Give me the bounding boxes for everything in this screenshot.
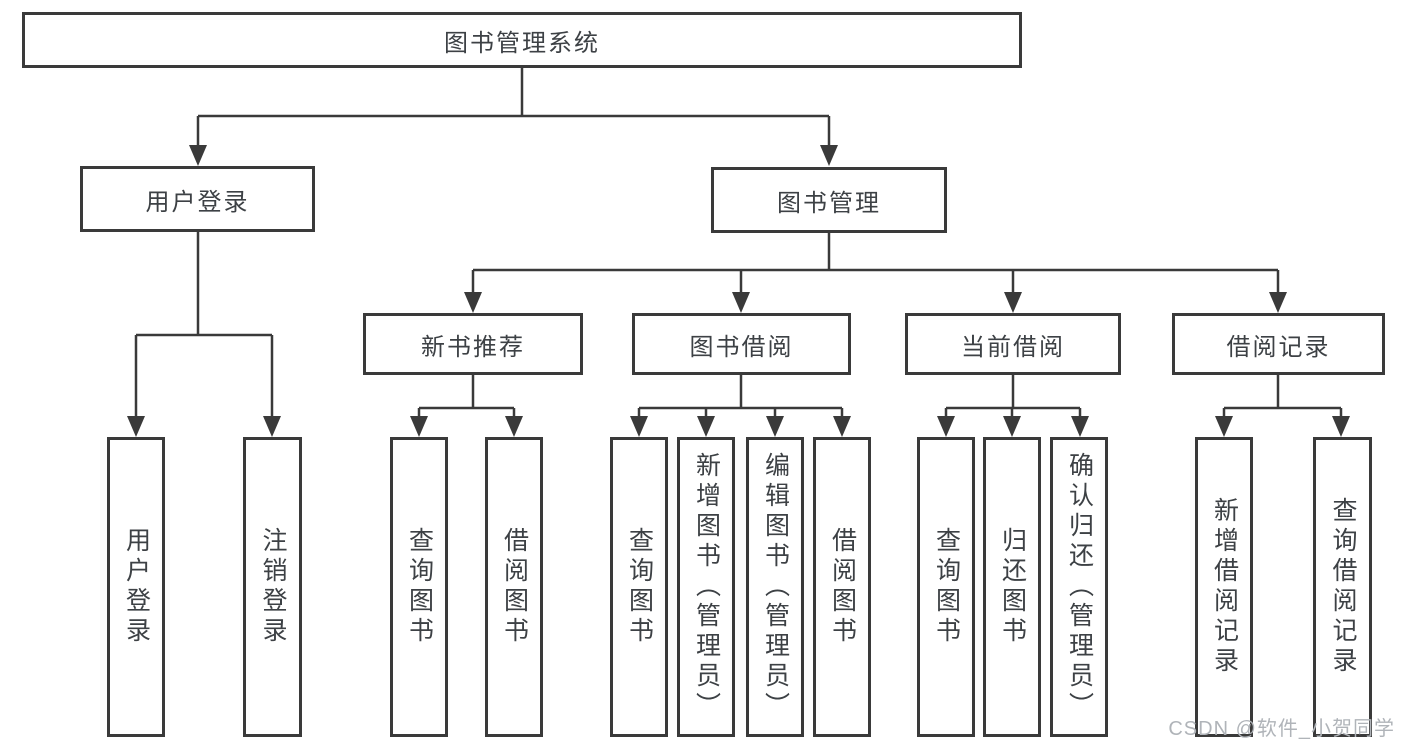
leaf-return-book: 归还图书: [983, 437, 1041, 737]
node-book-management: 图书管理: [711, 167, 947, 233]
leaf-add-borrow-record-label: 新增借阅记录: [1210, 497, 1239, 677]
leaf-query-books-current-label: 查询图书: [932, 527, 961, 647]
leaf-edit-book-admin: 编辑图书（管理员）: [746, 437, 804, 737]
node-current-borrowing: 当前借阅: [905, 313, 1121, 375]
leaf-add-book-admin: 新增图书（管理员）: [677, 437, 735, 737]
leaf-query-books-borrowing: 查询图书: [610, 437, 668, 737]
leaf-query-books-current: 查询图书: [917, 437, 975, 737]
node-library-system-label: 图书管理系统: [444, 29, 600, 57]
leaf-borrow-books-recommend-label: 借阅图书: [500, 527, 529, 647]
node-book-borrowing-label: 图书借阅: [689, 333, 794, 361]
node-new-book-recommend-label: 新书推荐: [421, 333, 525, 361]
node-borrow-records: 借阅记录: [1172, 313, 1385, 375]
leaf-query-books-recommend: 查询图书: [390, 437, 448, 737]
leaf-logout: 注销登录: [243, 437, 302, 737]
node-user-login-label: 用户登录: [145, 188, 250, 216]
node-library-system: 图书管理系统: [22, 12, 1022, 68]
leaf-borrow-books-borrowing-label: 借阅图书: [828, 527, 857, 647]
leaf-return-book-label: 归还图书: [998, 527, 1027, 647]
leaf-confirm-return-admin: 确认归还（管理员）: [1050, 437, 1108, 737]
leaf-confirm-return-admin-label: 确认归还（管理员）: [1065, 452, 1094, 722]
leaf-logout-label: 注销登录: [259, 527, 287, 647]
node-new-book-recommend: 新书推荐: [363, 313, 583, 375]
leaf-query-books-recommend-label: 查询图书: [405, 527, 434, 647]
leaf-user-login-label: 用户登录: [122, 527, 151, 647]
leaf-query-borrow-record: 查询借阅记录: [1313, 437, 1372, 737]
leaf-borrow-books-borrowing: 借阅图书: [813, 437, 871, 737]
leaf-edit-book-admin-label: 编辑图书（管理员）: [761, 452, 790, 722]
node-book-borrowing: 图书借阅: [632, 313, 851, 375]
leaf-query-borrow-record-label: 查询借阅记录: [1329, 497, 1357, 677]
node-user-login: 用户登录: [80, 166, 315, 232]
arrowheads: [127, 145, 1350, 437]
node-current-borrowing-label: 当前借阅: [961, 333, 1065, 361]
leaf-add-book-admin-label: 新增图书（管理员）: [692, 452, 721, 722]
leaf-user-login: 用户登录: [107, 437, 165, 737]
leaf-query-books-borrowing-label: 查询图书: [625, 527, 654, 647]
leaf-borrow-books-recommend: 借阅图书: [485, 437, 543, 737]
leaf-add-borrow-record: 新增借阅记录: [1195, 437, 1253, 737]
node-book-management-label: 图书管理: [777, 189, 881, 217]
csdn-watermark: CSDN @软件_小贺同学: [1168, 718, 1395, 740]
node-borrow-records-label: 借阅记录: [1226, 333, 1331, 361]
